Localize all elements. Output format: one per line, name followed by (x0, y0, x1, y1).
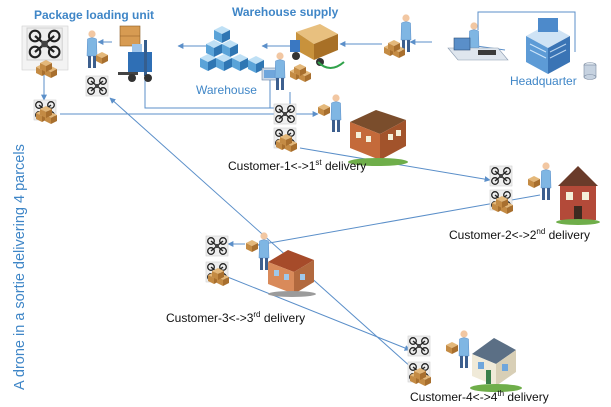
refresh-arrow-icon (317, 61, 345, 69)
house-icon (470, 338, 522, 392)
person-icon (540, 161, 552, 201)
customer-3-label: Customer-3<->3rd delivery (166, 310, 306, 325)
person-icon (274, 51, 286, 91)
person-icon (458, 329, 470, 369)
vertical-caption: A drone in a sortie delivering 4 parcels (12, 144, 28, 390)
drone-icon (25, 26, 64, 62)
headquarter-building-icon (526, 18, 570, 74)
customer-4-label: Customer-4<->4th delivery (410, 389, 549, 404)
package-loading-unit (21, 25, 108, 78)
person-icon (400, 13, 412, 53)
parcel-icon (528, 176, 540, 188)
parcel-icon (290, 64, 311, 82)
person-icon (258, 231, 270, 271)
warehouse-boxes-icon (200, 26, 264, 73)
route-to-customer-4 (224, 275, 411, 351)
database-icon (583, 62, 597, 80)
parcel-icon (246, 240, 258, 252)
drone-icon (273, 103, 297, 125)
delivery-truck-icon (290, 24, 338, 66)
customer-1-label: Customer-1<->1st delivery (228, 158, 367, 173)
parcel-icon (446, 342, 458, 354)
warehouse-label: Warehouse (196, 83, 257, 97)
forklift-icon (118, 25, 152, 82)
return-route (109, 97, 413, 369)
headquarter-label: Headquarter (510, 74, 577, 88)
warehouse-supply-label: Warehouse supply (232, 5, 339, 19)
customer-2-label: Customer-2<->2nd delivery (449, 227, 590, 242)
house-icon (556, 166, 600, 225)
package-loading-unit-label: Package loading unit (34, 8, 155, 22)
parcel-icon (384, 40, 405, 58)
computer-desk-icon (447, 37, 509, 61)
parcel-icon (96, 52, 108, 64)
drone-icon (407, 335, 431, 357)
hq-to-desk-line (477, 11, 576, 52)
parcel-icon (318, 104, 330, 116)
person-icon (86, 29, 98, 69)
house-icon (348, 110, 408, 166)
drone-icon (205, 235, 229, 257)
drone-icon (489, 165, 513, 187)
drone-icon (85, 75, 109, 97)
person-icon (330, 93, 342, 133)
house-icon (268, 250, 316, 297)
